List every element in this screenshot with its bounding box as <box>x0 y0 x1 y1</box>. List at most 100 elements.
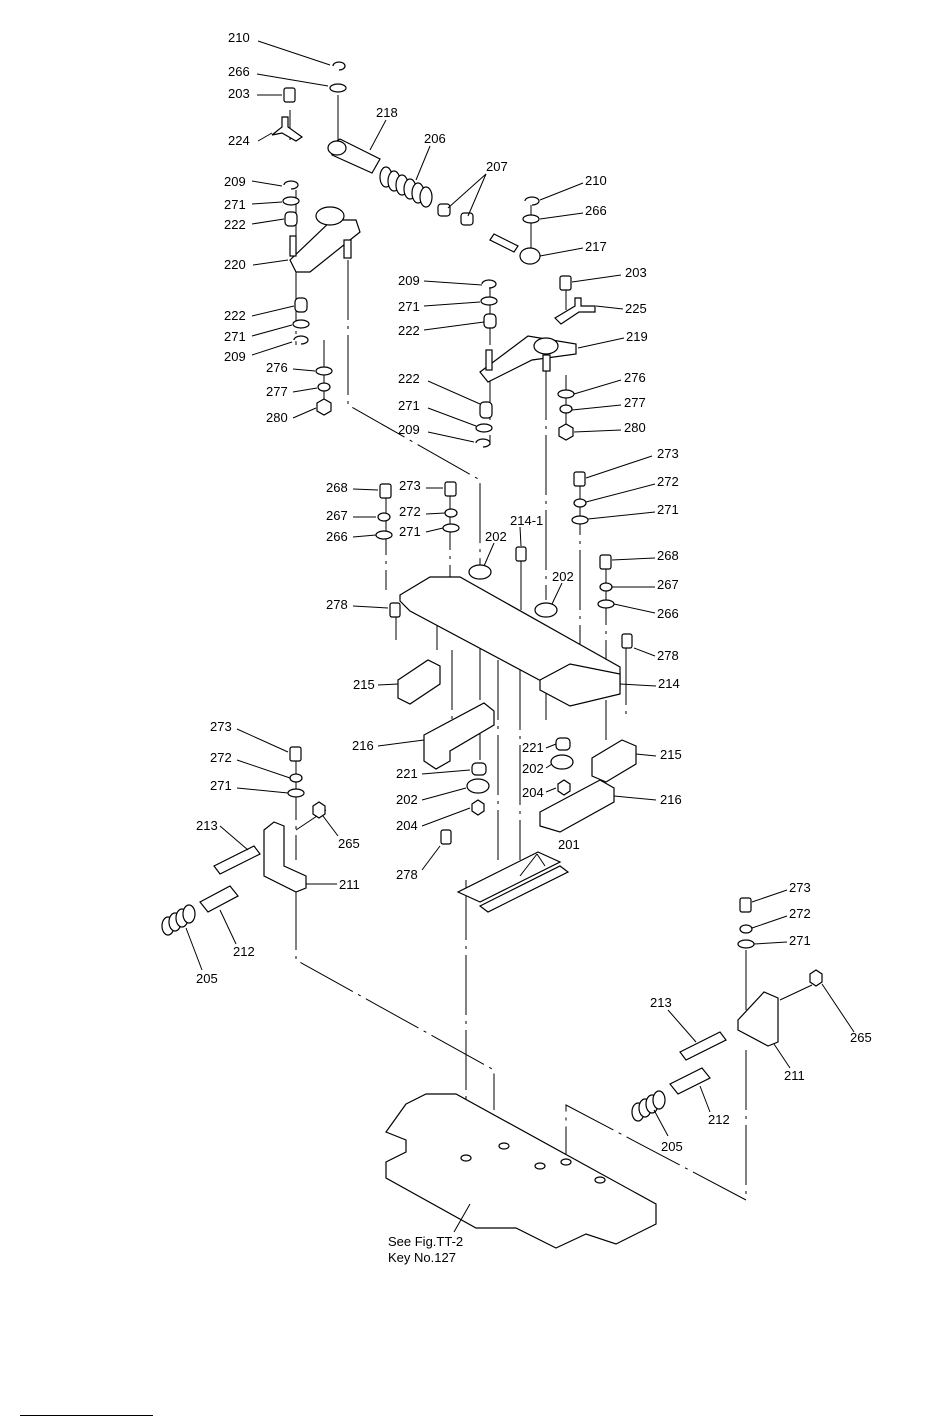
spring-205a <box>161 904 196 936</box>
retaining-ring-209b <box>293 335 309 345</box>
rail-201a <box>456 851 562 903</box>
nut-204b <box>471 799 485 816</box>
washer-276b <box>557 389 575 399</box>
callout-268: 268 <box>326 480 348 495</box>
spring-206 <box>379 166 433 208</box>
washer-271b <box>292 319 310 329</box>
callout-222: 222 <box>224 217 246 232</box>
callout-280: 280 <box>624 420 646 435</box>
callout-276: 276 <box>624 370 646 385</box>
bracket-211b <box>737 991 779 1047</box>
callout-271: 271 <box>210 778 232 793</box>
spring-205b <box>631 1090 666 1122</box>
lockwasher-267a <box>377 512 391 522</box>
screw-273b <box>573 471 586 487</box>
callout-222: 222 <box>398 323 420 338</box>
washer-266d <box>597 599 615 609</box>
callout-214-1: 214-1 <box>510 513 543 528</box>
rail-201b <box>478 865 570 913</box>
lever-220-pin <box>289 235 297 257</box>
footnote-rule <box>20 1415 153 1416</box>
bracket-211a <box>263 821 307 893</box>
callout-206: 206 <box>424 131 446 146</box>
bracket-225 <box>554 297 596 325</box>
washer-271a <box>282 196 300 206</box>
callout-222: 222 <box>398 371 420 386</box>
washer-271e <box>442 523 460 533</box>
callout-201: 201 <box>558 837 580 852</box>
washer-271c <box>480 296 498 306</box>
collar-221b <box>471 762 487 776</box>
callout-277: 277 <box>624 395 646 410</box>
callout-222: 222 <box>224 308 246 323</box>
stud-213b <box>679 1031 727 1061</box>
callout-225: 225 <box>625 301 647 316</box>
retaining-ring-209d <box>475 438 491 448</box>
bearing-202b <box>534 602 558 618</box>
base-hole-d <box>560 1158 572 1166</box>
callout-205: 205 <box>661 1139 683 1154</box>
callout-219: 219 <box>626 329 648 344</box>
callout-203: 203 <box>625 265 647 280</box>
callout-272: 272 <box>399 504 421 519</box>
washer-271h <box>737 939 755 949</box>
retaining-ring-210b <box>524 196 540 206</box>
base-hole-c <box>534 1162 546 1170</box>
block-215b <box>591 739 637 783</box>
callout-271: 271 <box>398 299 420 314</box>
callout-214: 214 <box>658 676 680 691</box>
callout-266: 266 <box>228 64 250 79</box>
callout-271: 271 <box>398 398 420 413</box>
washer-271f <box>571 515 589 525</box>
lockwasher-272c <box>289 773 303 783</box>
slide-216b <box>539 779 615 833</box>
collar-222c <box>483 313 497 329</box>
callout-213: 213 <box>650 995 672 1010</box>
reference-line-1: See Fig.TT-2 <box>388 1234 464 1249</box>
callout-273: 273 <box>210 719 232 734</box>
screw-273a <box>444 481 457 497</box>
callout-205: 205 <box>196 971 218 986</box>
screw-278a <box>389 602 401 618</box>
bearing-202d <box>466 778 490 794</box>
washer-266c <box>375 530 393 540</box>
reference-note: See Fig.TT-2 Key No.127 <box>388 1234 463 1266</box>
callout-210: 210 <box>585 173 607 188</box>
screw-214-1 <box>515 546 527 562</box>
bushing-207a <box>437 203 451 217</box>
parts <box>161 61 823 1249</box>
lever-219-hub <box>533 337 559 355</box>
callout-272: 272 <box>210 750 232 765</box>
screw-278c <box>440 829 452 845</box>
screw-203a <box>283 87 296 103</box>
lever-219-pin <box>485 349 493 371</box>
collar-221a <box>555 737 571 751</box>
washer-271d <box>475 423 493 433</box>
pin-218-head <box>327 140 347 156</box>
lockwasher-272b <box>573 498 587 508</box>
screw-273d <box>739 897 752 913</box>
retaining-ring-209c <box>481 279 497 289</box>
callout-224: 224 <box>228 133 250 148</box>
callout-212: 212 <box>708 1112 730 1127</box>
callout-280: 280 <box>266 410 288 425</box>
nut-265a <box>312 801 326 819</box>
callout-209: 209 <box>224 349 246 364</box>
callout-265: 265 <box>850 1030 872 1045</box>
callout-267: 267 <box>326 508 348 523</box>
callout-213: 213 <box>196 818 218 833</box>
bearing-202c <box>550 754 574 770</box>
callout-207: 207 <box>486 159 508 174</box>
nut-204a <box>557 779 571 796</box>
leader-lines <box>185 40 855 1233</box>
callout-202: 202 <box>552 569 574 584</box>
callout-278: 278 <box>396 867 418 882</box>
callout-271: 271 <box>224 329 246 344</box>
callout-202: 202 <box>522 761 544 776</box>
collar-222b <box>294 297 308 313</box>
callout-211: 211 <box>784 1068 805 1083</box>
callout-271: 271 <box>657 502 679 517</box>
screw-203b <box>559 275 572 291</box>
lockwasher-277a <box>317 382 331 392</box>
